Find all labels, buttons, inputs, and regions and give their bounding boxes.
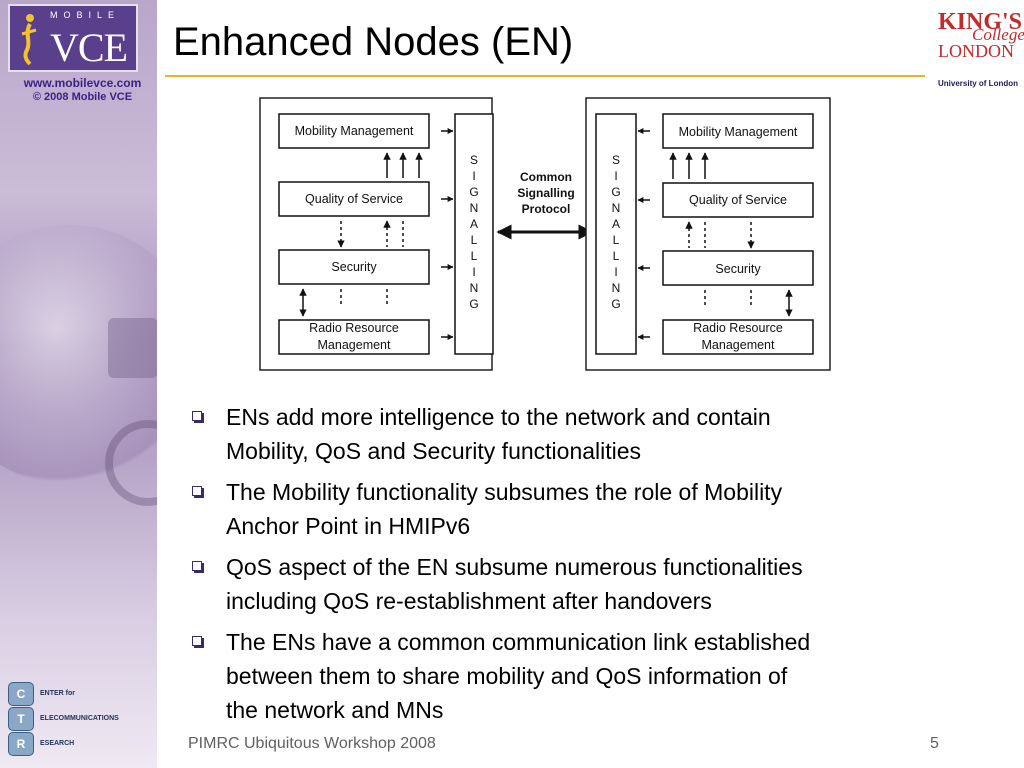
left-quality-of-service-block: Quality of Service — [305, 192, 403, 206]
square-bullet-icon — [192, 486, 202, 496]
ctr-text-1: ENTER for — [40, 690, 75, 697]
link-label-line-3: Protocol — [522, 202, 571, 216]
bullet-item: The Mobility functionality subsumes the … — [186, 475, 966, 543]
bullet-text-line: the network and MNs — [226, 697, 444, 723]
ctr-logo-c: C — [8, 682, 34, 706]
dial-decoration — [105, 420, 157, 506]
svg-text:G: G — [469, 297, 478, 311]
website-link[interactable]: www.mobilevce.com — [23, 76, 142, 90]
right-mobility-management-block: Mobility Management — [679, 125, 798, 139]
right-security-block: Security — [715, 262, 761, 276]
svg-text:L: L — [471, 249, 478, 263]
logo-mobile-text: MOBILE — [50, 10, 121, 20]
svg-text:L: L — [471, 233, 478, 247]
photo-decoration — [108, 318, 157, 378]
ctr-text-3: ESEARCH — [40, 740, 75, 747]
title-rule — [165, 75, 925, 77]
bullet-text-line: The ENs have a common communication link… — [226, 629, 811, 655]
kings-line-3: LONDON — [938, 41, 1014, 61]
svg-text:A: A — [612, 217, 620, 231]
kings-line-1: KING'S — [938, 9, 1023, 35]
link-label-line-2: Signalling — [517, 186, 574, 200]
svg-text:N: N — [470, 281, 479, 295]
svg-text:N: N — [612, 201, 621, 215]
svg-text:N: N — [470, 201, 479, 215]
left-security-block: Security — [331, 260, 377, 274]
mobile-vce-logo: MOBILE VCE — [8, 4, 138, 72]
right-rrm-block-line-1: Radio Resource — [693, 321, 783, 335]
svg-text:I: I — [472, 169, 475, 183]
bullet-text-line: including QoS re-establishment after han… — [226, 588, 712, 614]
svg-text:S: S — [470, 153, 478, 167]
left-connector-arrows — [299, 128, 454, 340]
kings-college-logo: KING'S College LONDON — [938, 9, 1024, 62]
left-rrm-block-line-1: Radio Resource — [309, 321, 399, 335]
bullet-text-line: The Mobility functionality subsumes the … — [226, 479, 783, 505]
left-signalling-letters: S I G N A L L I N G — [469, 153, 478, 311]
bullet-text-line: between them to share mobility and QoS i… — [226, 663, 788, 689]
ctr-logo-t: T — [8, 707, 34, 731]
kings-line-2: College — [972, 25, 1024, 44]
page-number: 5 — [930, 735, 939, 752]
sidebar-background — [0, 0, 157, 768]
svg-text:N: N — [612, 281, 621, 295]
square-bullet-icon — [192, 561, 202, 571]
svg-text:A: A — [470, 217, 478, 231]
figure-icon — [21, 14, 37, 66]
ctr-text-2: ELECOMMUNICATIONS — [40, 715, 119, 722]
slide-title: Enhanced Nodes (EN) — [173, 20, 574, 64]
svg-text:G: G — [611, 185, 620, 199]
right-enhanced-node: S I G N A L L I N G Mobility Management … — [585, 97, 831, 371]
bullet-item: ENs add more intelligence to the network… — [186, 400, 966, 468]
svg-text:L: L — [613, 249, 620, 263]
bullet-list: ENs add more intelligence to the network… — [186, 400, 966, 734]
bullet-text-line: Mobility, QoS and Security functionaliti… — [226, 438, 642, 464]
link-label-line-1: Common — [520, 170, 572, 184]
footer-text: PIMRC Ubiquitous Workshop 2008 — [188, 735, 436, 752]
en-architecture-diagram: Mobility Management Quality of Service S… — [258, 96, 832, 372]
svg-text:I: I — [614, 169, 617, 183]
ctr-logo-r: R — [8, 732, 34, 756]
square-bullet-icon — [192, 636, 202, 646]
svg-text:I: I — [614, 265, 617, 279]
right-quality-of-service-block: Quality of Service — [689, 193, 787, 207]
logo-vce-text: VCE — [50, 25, 128, 70]
university-subtitle: University of London — [938, 79, 1018, 88]
right-signalling-letters: S I G N A L L I N G — [611, 153, 620, 311]
svg-text:L: L — [613, 233, 620, 247]
left-mobility-management-block: Mobility Management — [295, 124, 414, 138]
bullet-item: The ENs have a common communication link… — [186, 625, 966, 727]
left-enhanced-node: Mobility Management Quality of Service S… — [259, 97, 494, 371]
copyright-text: © 2008 Mobile VCE — [32, 91, 133, 103]
left-rrm-block-line-2: Management — [318, 338, 391, 352]
svg-text:I: I — [472, 265, 475, 279]
common-signalling-link: Common Signalling Protocol — [496, 170, 594, 240]
bullet-text-line: ENs add more intelligence to the network… — [226, 404, 771, 430]
svg-text:S: S — [612, 153, 620, 167]
right-connector-arrows — [637, 128, 793, 340]
right-rrm-block-line-2: Management — [702, 338, 775, 352]
svg-text:G: G — [611, 297, 620, 311]
bullet-text-line: Anchor Point in HMIPv6 — [226, 513, 471, 539]
svg-text:G: G — [469, 185, 478, 199]
bullet-item: QoS aspect of the EN subsume numerous fu… — [186, 550, 966, 618]
bullet-text-line: QoS aspect of the EN subsume numerous fu… — [226, 554, 803, 580]
square-bullet-icon — [192, 411, 202, 421]
